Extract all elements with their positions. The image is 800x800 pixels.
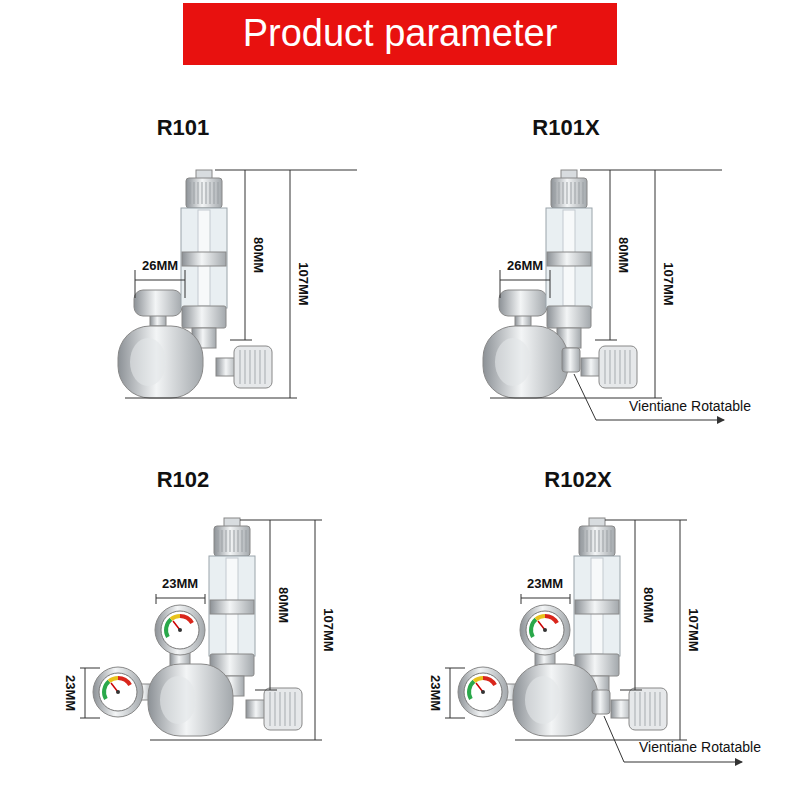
dimension: 107MM (321, 608, 335, 651)
callout-note: Vientiane Rotatable (629, 399, 751, 414)
dimension: 107MM (296, 262, 310, 305)
model-name: R102X (544, 468, 611, 492)
regulator-r101 (118, 170, 272, 398)
dimension: 23MM (527, 577, 563, 591)
dimension: 26MM (142, 259, 178, 273)
dimension-lines (445, 520, 742, 762)
dimension: 80MM (276, 587, 290, 623)
model-name: R101 (157, 116, 210, 140)
dimension: 23MM (428, 675, 442, 711)
dimension: 80MM (251, 237, 265, 273)
dimension: 23MM (63, 675, 77, 711)
regulator-r101x (483, 170, 637, 398)
dimension: 23MM (162, 577, 198, 591)
dimension: 107MM (661, 262, 675, 305)
regulator-r102x (458, 518, 667, 736)
dimension: 107MM (686, 608, 700, 651)
dimension: 26MM (507, 259, 543, 273)
title-banner (183, 3, 617, 65)
callout-note: Vientiane Rotatable (639, 740, 761, 755)
model-name: R101X (532, 116, 599, 140)
model-name: R102 (157, 468, 210, 492)
dimension-lines (80, 520, 322, 740)
dimension-lines (490, 170, 724, 420)
dimension: 80MM (641, 587, 655, 623)
regulator-r102 (93, 518, 302, 736)
title: Product parameter (243, 13, 558, 55)
dimension-lines (125, 170, 357, 398)
dimension: 80MM (616, 237, 630, 273)
